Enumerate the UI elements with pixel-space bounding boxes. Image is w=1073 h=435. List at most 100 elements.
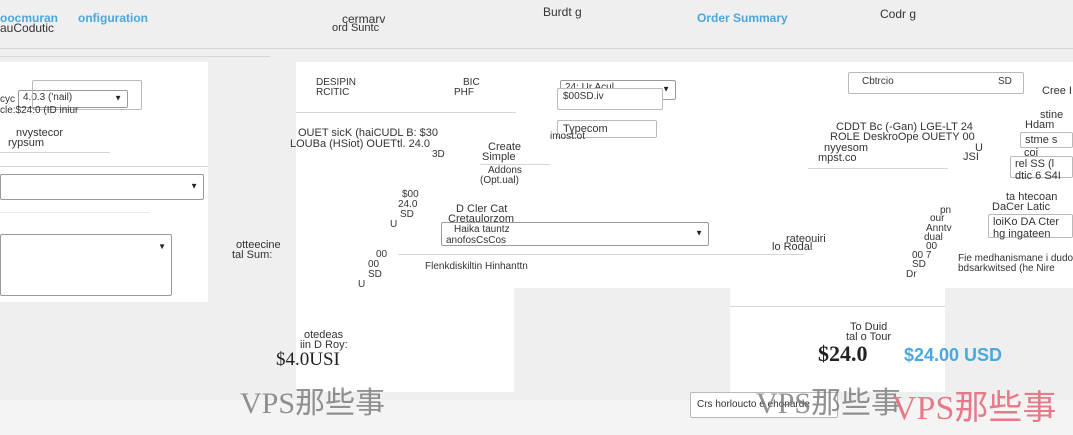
right-input-1[interactable]: stme s	[1020, 132, 1073, 148]
left-version-outline	[32, 80, 142, 110]
simple-label: Simple	[482, 151, 516, 163]
right-input-3[interactable]: loiKo DA Cter hg ingateen	[988, 214, 1073, 240]
billing-price-value: $00SD.iv	[563, 91, 604, 102]
addon-select-line1: Haika tauntz	[454, 224, 510, 235]
subtotal-label-2: tal Sum:	[232, 249, 273, 261]
due-label-1: otedeas	[304, 329, 344, 341]
summary-total: $24.0	[818, 341, 868, 366]
due-label-2: iin D Roy:	[300, 339, 348, 351]
header-divider-2	[0, 56, 270, 57]
summary-header-box	[848, 72, 1024, 94]
bottom-strip	[0, 400, 1073, 435]
summary-divider-1	[808, 168, 948, 169]
billing-cycle-value: 24: Ur Acul	[565, 82, 614, 93]
left-divider-1	[0, 152, 110, 153]
order-summary-link[interactable]: Order Summary	[697, 11, 788, 25]
chevron-down-icon: ▼	[190, 181, 198, 191]
header-left-link-ext[interactable]: onfiguration	[78, 11, 148, 25]
right-item-7: DaCer Latic	[992, 201, 1051, 213]
right-head-2: stine	[1040, 109, 1064, 121]
addon-select-line2: anofosCsCos	[446, 235, 507, 246]
left-divider-3	[0, 212, 150, 213]
summary-stack-6: 00 7	[912, 250, 932, 261]
summary-line-3: nyyesom	[824, 142, 869, 154]
hostname-input[interactable]: Typecom	[557, 120, 657, 138]
config-price-2: 24.0	[398, 199, 418, 210]
config-price-1: $00	[402, 189, 419, 200]
header-divider	[0, 48, 1073, 49]
billing-label-1: D Cler Cat	[456, 203, 508, 215]
config-price-3: 00	[376, 249, 388, 260]
billing-price-box: $00SD.iv	[557, 88, 663, 110]
header-left-link[interactable]: oocmuran	[0, 11, 59, 25]
design-right-1: BIC	[463, 77, 480, 88]
billing-label-2: Cretaulorzom	[448, 213, 515, 225]
right-input-1-value: stme s	[1025, 134, 1058, 146]
config-unit-1: SD	[400, 209, 414, 220]
summary-panel	[730, 62, 945, 392]
summary-unit-1: U	[975, 142, 983, 154]
right-item-3: coi	[1024, 147, 1039, 159]
design-right-2: PHF	[454, 87, 474, 98]
hostname-label: imost.ot	[550, 131, 586, 142]
summary-total-usd: $24.00 USD	[904, 345, 1003, 365]
checkout-button-label: Crs horloucto e ehonarde	[697, 399, 810, 410]
summary-stack-8: Dr	[906, 269, 917, 280]
watermark-left: VPS那些事	[240, 387, 386, 420]
chevron-down-icon: ▼	[158, 242, 166, 251]
subtotal-label-1: otteecine	[236, 239, 281, 251]
summary-line-2: ROLE DeskroOpe OUETY 00	[830, 131, 975, 143]
summary-mid-label-2: lo Rodal	[772, 241, 813, 253]
config-unit-2: U	[390, 219, 398, 230]
addons-label-1: Addons	[488, 165, 522, 176]
chevron-down-icon: ▼	[114, 93, 122, 103]
summary-divider-2	[730, 306, 945, 307]
right-input-2-line1: rel SS (l	[1015, 158, 1055, 170]
due-total: $4.0USI	[276, 349, 340, 370]
right-input-3-line2: hg ingateen	[993, 228, 1051, 240]
config-line-3: 3D	[432, 149, 445, 160]
watermark-right: VPS那些事	[892, 390, 1057, 427]
header-left-sub: auCodutic	[0, 21, 55, 35]
right-input-3-line1: loiKo DA Cter	[993, 216, 1060, 228]
left-divider-2	[0, 166, 208, 167]
left-item-1: nvystecor	[16, 127, 64, 139]
right-input-2-line2: dtic 6 S4I	[1015, 170, 1061, 182]
left-version-value: 4.0.3 ('nail)	[23, 92, 73, 103]
col2-divider	[296, 112, 516, 113]
col3-divider	[480, 164, 550, 165]
right-item-11: bdsarkwitsed (he Nire	[958, 263, 1055, 274]
left-select-2[interactable]: ▼	[0, 174, 204, 200]
design-sub: RCITIC	[316, 87, 350, 98]
summary-mid-label-1: rateouiri	[786, 233, 826, 245]
watermark-center: VPS那些事	[756, 387, 902, 420]
summary-due-1: To Duid	[850, 321, 888, 333]
left-select-3[interactable]: ▼	[0, 234, 172, 296]
summary-due-2: tal o Tour	[846, 331, 892, 343]
checkout-button[interactable]: Crs horloucto e ehonarde	[690, 392, 838, 418]
summary-header-2: SD	[998, 76, 1012, 87]
summary-header-1: Cbtrcio	[862, 76, 894, 87]
header-col2-title: cermarv	[342, 12, 386, 26]
summary-stack-4: dual	[924, 232, 943, 243]
addon-select[interactable]: Haika tauntz anofosCsCos ▼	[441, 222, 709, 246]
summary-stack-3: Anntv	[926, 223, 952, 234]
chevron-down-icon: ▼	[695, 228, 703, 238]
summary-line-1: CDDT Bc (-Gan) LGE-LT 24	[836, 121, 973, 133]
chevron-down-icon: ▼	[662, 84, 670, 94]
summary-stack-1: pn	[940, 205, 952, 216]
summary-unit-2: JSI	[963, 151, 979, 163]
left-version-select[interactable]: 4.0.3 ('nail) ▼	[18, 90, 128, 108]
right-head-1: Cree I	[1042, 85, 1072, 97]
config-unit-3: SD	[368, 269, 382, 280]
config-price-4: 00	[368, 259, 380, 270]
left-item-2: rypsum	[8, 137, 45, 149]
summary-stack-5: 00	[926, 241, 938, 252]
right-item-10: Fie medhanismane i dudon	[958, 253, 1073, 264]
right-input-2[interactable]: rel SS (l dtic 6 S4I	[1010, 156, 1073, 182]
header-col3-title: Burdt g	[543, 5, 582, 19]
right-item-6: ta htecoan	[1006, 191, 1058, 203]
header-col5-title: Codr g	[880, 7, 917, 21]
left-label-cycle: cyc	[0, 94, 15, 105]
hostname-value: Typecom	[563, 123, 608, 135]
